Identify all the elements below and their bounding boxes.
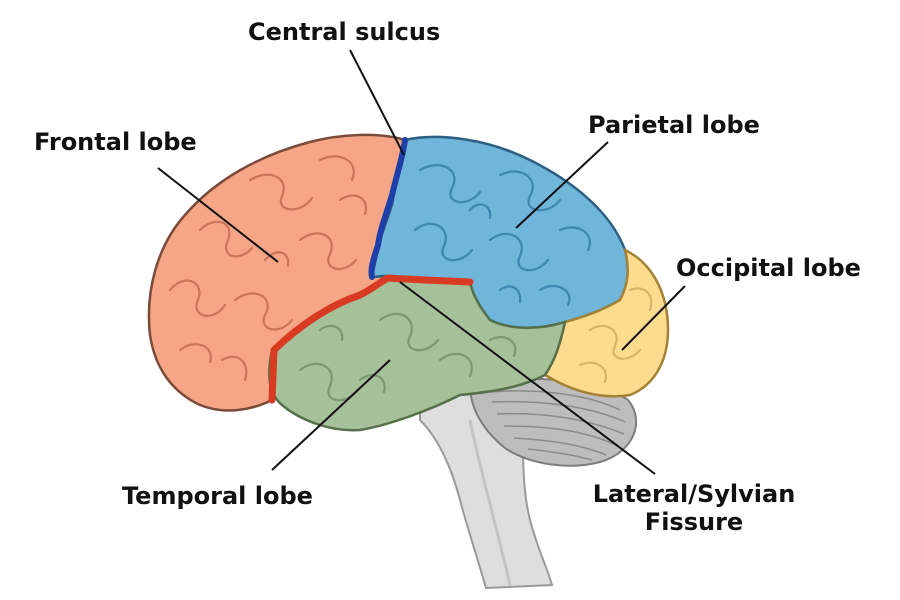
central-sulcus-label: Central sulcus <box>248 18 441 46</box>
central-sulcus-line <box>368 137 408 280</box>
occipital-lobe <box>543 247 670 398</box>
frontal-lobe-pointer <box>157 167 279 263</box>
central-sulcus-pointer <box>349 49 405 156</box>
temporal-lobe-label: Temporal lobe <box>122 482 313 510</box>
lateral-fissure-label-line2: Fissure <box>644 508 744 536</box>
parietal-lobe-label: Parietal lobe <box>588 111 760 139</box>
brainstem-shading <box>468 419 512 586</box>
frontal-lobe <box>147 133 407 412</box>
frontal-lobe-label: Frontal lobe <box>34 128 197 156</box>
lateral-fissure-label-line1: Lateral/Sylvian <box>592 480 796 508</box>
lateral-fissure-line <box>268 274 474 404</box>
occipital-lobe-label: Occipital lobe <box>676 254 861 282</box>
lateral-fissure-label: Lateral/Sylvian Fissure <box>578 480 810 536</box>
temporal-lobe-pointer <box>271 359 391 471</box>
occipital-lobe-pointer <box>621 285 686 351</box>
lateral-fissure-pointer <box>399 281 656 475</box>
parietal-lobe-pointer <box>515 141 609 229</box>
